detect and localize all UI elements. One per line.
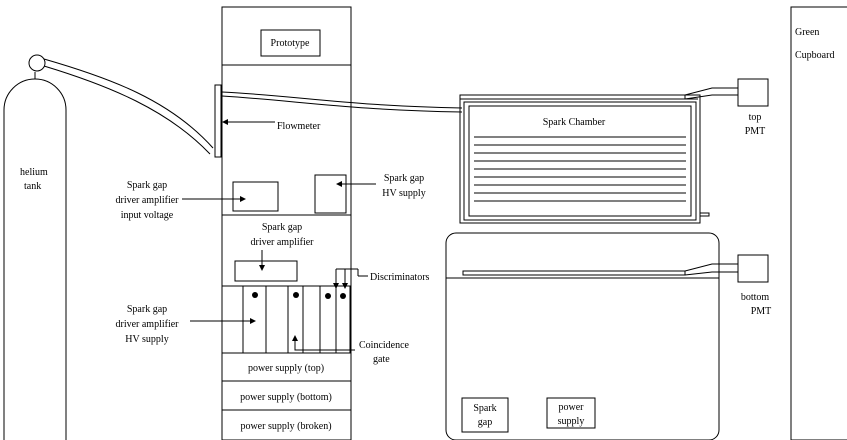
- svg-text:Spark gap: Spark gap: [262, 222, 302, 233]
- prototype-box: Prototype: [260, 29, 321, 57]
- svg-text:driver amplifier: driver amplifier: [250, 237, 314, 248]
- power-supply-box: power supply: [546, 397, 596, 429]
- power-supply-broken: power supply (broken): [240, 421, 331, 432]
- module-led: [325, 293, 331, 299]
- svg-text:Coincidence: Coincidence: [359, 340, 410, 351]
- svg-text:Spark gap: Spark gap: [384, 173, 424, 184]
- driver-amp-hv-label: Spark gap driver amplifier HV supply: [115, 304, 256, 345]
- svg-text:supply: supply: [558, 416, 585, 427]
- svg-text:PMT: PMT: [745, 126, 766, 137]
- svg-text:driver amplifier: driver amplifier: [115, 195, 179, 206]
- module-led: [252, 292, 258, 298]
- discriminators-label: Discriminators: [333, 268, 430, 289]
- svg-text:gate: gate: [373, 354, 390, 365]
- bottom-pmt: bottom PMT: [462, 254, 772, 317]
- green-cupboard: Green Cupboard: [790, 6, 847, 440]
- svg-text:HV supply: HV supply: [125, 334, 168, 345]
- driver-amp-input-label: Spark gap driver amplifier input voltage: [115, 180, 246, 221]
- svg-text:gap: gap: [478, 417, 492, 428]
- svg-text:input voltage: input voltage: [121, 210, 174, 221]
- coincidence-gate-label: Coincidence gate: [292, 335, 410, 365]
- chamber-plates: [474, 136, 686, 202]
- power-supply-top: power supply (top): [248, 363, 324, 374]
- spark-chamber: Spark Chamber: [459, 94, 710, 224]
- svg-text:Spark gap: Spark gap: [127, 180, 167, 191]
- svg-text:HV supply: HV supply: [382, 188, 425, 199]
- svg-text:bottom: bottom: [741, 292, 770, 303]
- spark-gap-box: Spark gap: [461, 397, 509, 433]
- flowmeter: Flowmeter: [214, 84, 321, 158]
- module-led: [293, 292, 299, 298]
- helium-tank-label-1: helium: [20, 167, 48, 178]
- svg-text:driver amplifier: driver amplifier: [115, 319, 179, 330]
- module-led: [340, 293, 346, 299]
- driver-amplifier-box: Spark gap driver amplifier: [234, 222, 314, 282]
- svg-text:Discriminators: Discriminators: [370, 272, 430, 283]
- svg-text:power: power: [559, 402, 585, 413]
- svg-text:Spark gap: Spark gap: [127, 304, 167, 315]
- flowmeter-label: Flowmeter: [277, 121, 321, 132]
- power-supply-bottom: power supply (bottom): [240, 392, 332, 403]
- svg-text:Spark: Spark: [473, 403, 496, 414]
- lower-cabinet: [445, 232, 720, 440]
- svg-text:Cupboard: Cupboard: [795, 50, 834, 61]
- top-pmt: top PMT: [459, 78, 769, 137]
- svg-text:Green: Green: [795, 27, 819, 38]
- gas-pipe-tank: [43, 58, 214, 155]
- gas-pipe-chamber: [221, 91, 463, 113]
- driver-amp-input-box: [232, 181, 279, 212]
- helium-tank-label-2: tank: [24, 181, 41, 192]
- spark-gap-hv-supply-box: Spark gap HV supply: [314, 173, 426, 214]
- nim-crate: [242, 286, 351, 353]
- svg-text:top: top: [749, 112, 762, 123]
- svg-text:PMT: PMT: [751, 306, 772, 317]
- spark-chamber-label: Spark Chamber: [543, 117, 606, 128]
- prototype-label: Prototype: [271, 38, 310, 49]
- helium-tank: helium tank: [3, 54, 67, 440]
